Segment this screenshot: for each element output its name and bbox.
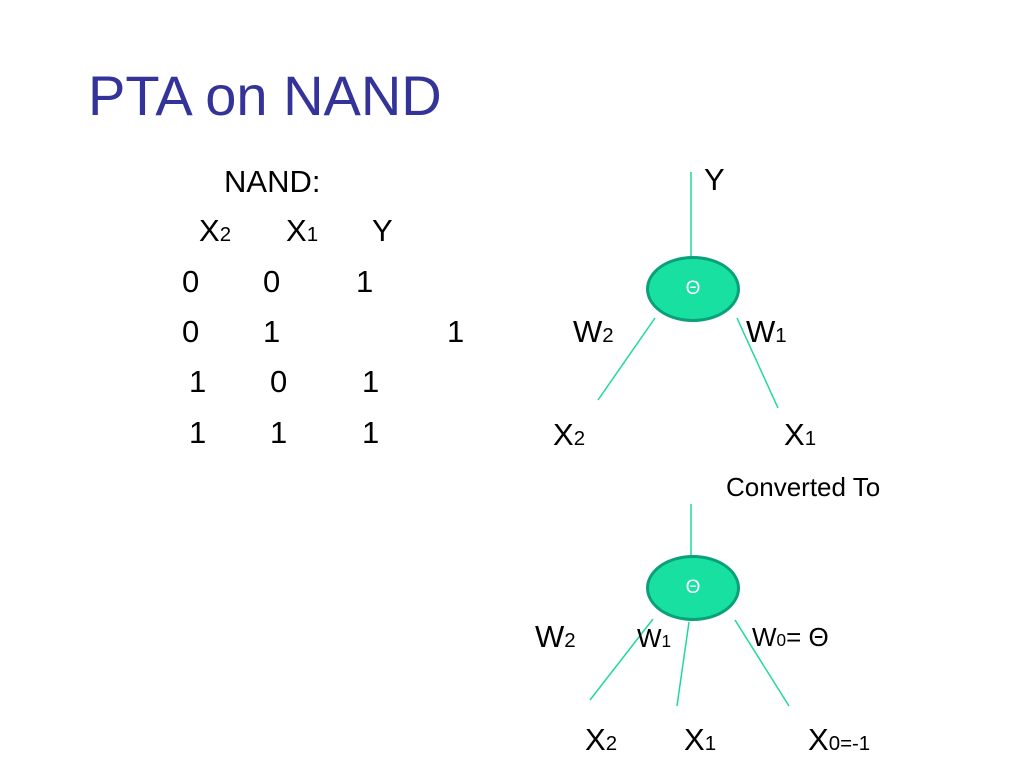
table-cell: 0 [263,264,281,299]
header-x1: X1 [286,213,319,248]
theta-symbol: Θ [685,278,701,299]
input-x1: X1 [784,417,817,452]
weight-w1: W1 [637,623,672,653]
slide-title: PTA on NAND [88,64,442,127]
table-cell: 1 [189,415,207,450]
table-cell: 1 [189,364,207,399]
table-cell: 1 [270,415,288,450]
table-caption: NAND: [224,164,321,199]
edge-x1 [736,317,779,409]
input-x2: X2 [585,722,618,757]
table-cell: 1 [356,264,374,299]
input-x2: X2 [553,417,586,452]
edge-x0 [734,619,790,707]
table-cell: 1 [362,364,380,399]
output-label-y: Y [704,162,725,197]
table-cell: 0 [182,314,200,349]
threshold-node: Θ [646,555,740,621]
table-cell: 1 [263,314,281,349]
edge-x2 [597,317,656,401]
input-x1: X1 [684,722,717,757]
header-y: Y [372,213,393,248]
theta-symbol: Θ [685,577,701,598]
edge-x1 [676,621,690,707]
weight-w2: W2 [535,619,576,654]
table-cell: 1 [447,314,465,349]
table-cell: 0 [270,364,288,399]
converted-to-label: Converted To [726,472,881,502]
header-x2: X2 [199,213,232,248]
weight-w0: W0= Θ [752,622,829,652]
weight-w2: W2 [573,314,614,349]
table-cell: 0 [182,264,200,299]
weight-w1: W1 [746,314,787,349]
input-x0: X0=-1 [808,722,871,757]
edge-x2 [589,618,654,701]
table-cell: 1 [362,415,380,450]
threshold-node: Θ [646,256,740,322]
